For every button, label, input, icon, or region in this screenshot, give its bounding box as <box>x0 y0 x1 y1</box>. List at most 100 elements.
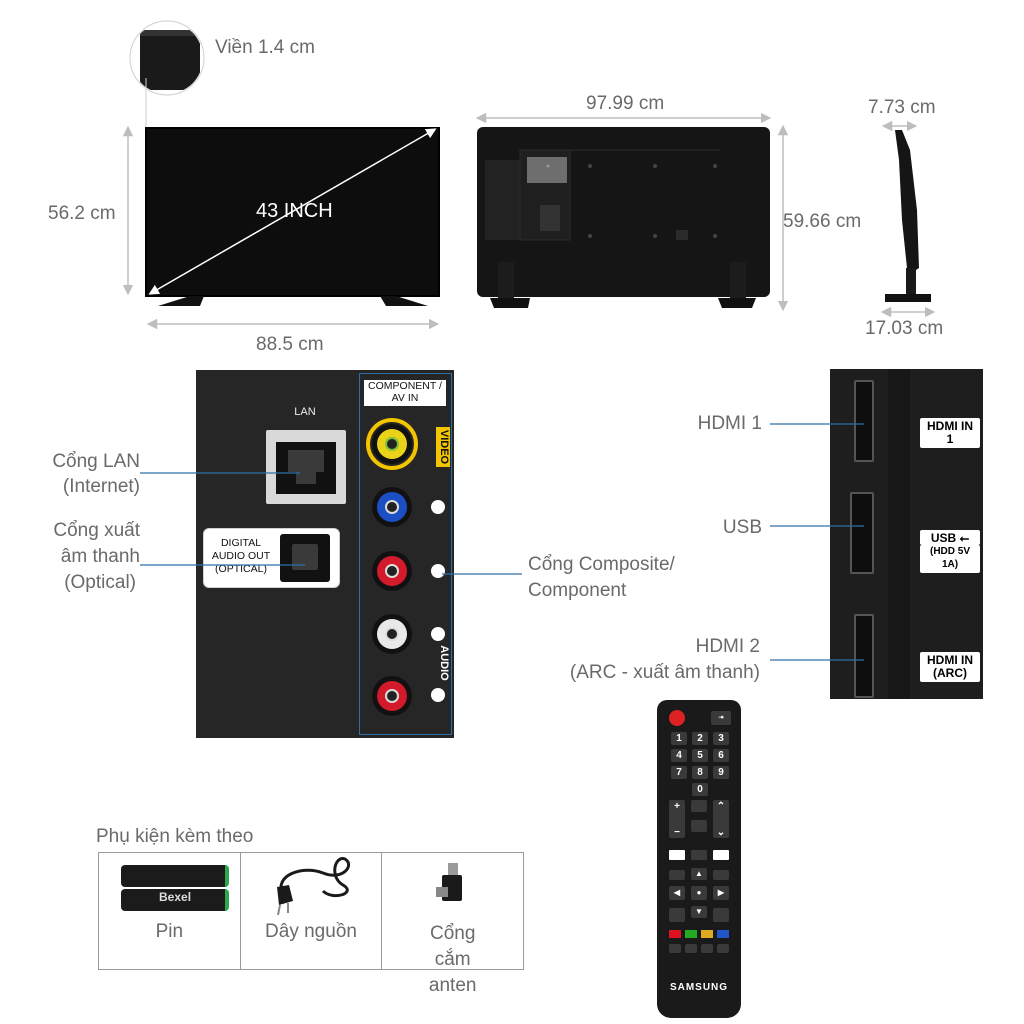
accessories-table: Bexel Pin Dây nguồn Cổng cắm anten <box>98 852 524 996</box>
app-button <box>713 850 729 860</box>
antenna-adapter-icon <box>436 863 463 901</box>
composite-callout-line1: Cổng Composite/ <box>528 554 675 575</box>
component-header <box>364 380 446 406</box>
dimension-diagram <box>122 20 936 330</box>
usb-port <box>850 492 874 574</box>
key-7: 7 <box>671 766 687 779</box>
component-header-text: COMPONENT / AV IN <box>368 380 442 404</box>
accessory-power-cord: Dây nguồn <box>241 853 383 969</box>
blue-button <box>717 930 729 938</box>
return-button <box>669 908 685 922</box>
green-button <box>685 930 697 938</box>
r-tag-icon <box>431 688 445 702</box>
key-0: 0 <box>692 783 708 796</box>
info-button <box>685 944 697 953</box>
rca-audio-left-jack <box>372 614 412 654</box>
www-button <box>669 870 685 880</box>
lan-caption: LAN <box>294 406 316 418</box>
side-callout-lines <box>770 423 864 661</box>
hdmi1-port <box>854 380 874 462</box>
optical-caption: DIGITAL AUDIO OUT (OPTICAL) <box>211 537 271 575</box>
settings-button <box>669 944 681 953</box>
ok-button: ● <box>691 886 707 900</box>
netflix-button <box>669 850 685 860</box>
rca-pr-jack <box>372 551 412 591</box>
optical-callout-line3: (Optical) <box>64 572 136 593</box>
back-height-label: 59.66 cm <box>783 211 862 232</box>
optical-callout-line1: Cổng xuất <box>53 520 140 541</box>
remote-control: ⇥ 1 2 3 4 5 6 7 8 9 0 +− ⌃⌄ ▲ ◀ ● ▶ ▼ SA… <box>657 700 741 1018</box>
optical-port <box>280 534 330 582</box>
bezel-zoom <box>129 20 205 128</box>
hdmi2-label-line2: (ARC - xuất âm thanh) <box>569 662 760 683</box>
optical-callout-line2: âm thanh <box>60 546 140 567</box>
screen-size-label: 43 INCH <box>256 200 333 222</box>
accessory-antenna-adapter-label: Cổng cắm anten <box>428 923 477 996</box>
rca-video-jack <box>372 424 412 464</box>
up-arrow-button: ▲ <box>691 868 707 880</box>
l-tag-icon <box>431 627 445 641</box>
lan-callout-line2: (Internet) <box>62 476 140 497</box>
battery-icon <box>121 865 229 887</box>
hdmi2-port <box>854 614 874 698</box>
hdmi2-label-line1: HDMI 2 <box>695 636 760 657</box>
front-width-label: 88.5 cm <box>256 334 324 355</box>
red-button <box>669 930 681 938</box>
channel-rocker: ⌃⌄ <box>713 800 729 838</box>
side-panel-edge <box>888 369 910 699</box>
composite-callout-line2: Component <box>528 580 627 601</box>
ad-button <box>717 944 729 953</box>
back-width-label: 97.99 cm <box>586 93 665 114</box>
bezel-label: Viền 1.4 cm <box>215 37 315 58</box>
source-button: ⇥ <box>711 711 731 725</box>
mute-button <box>691 800 707 812</box>
list-button <box>691 820 707 832</box>
side-depth-top-label: 7.73 cm <box>868 97 936 118</box>
rear-callout-lines <box>140 472 522 575</box>
volume-rocker: +− <box>669 800 685 838</box>
down-arrow-button: ▼ <box>691 906 707 918</box>
remote-brand: SAMSUNG <box>669 982 729 993</box>
hdmi1-sticker: HDMI IN 1 <box>920 418 980 448</box>
accessory-power-cord-label: Dây nguồn <box>265 921 357 942</box>
mode-button <box>701 944 713 953</box>
tv-back-view <box>477 127 770 308</box>
tv-front-view <box>145 127 440 306</box>
rca-audio-right-jack <box>372 676 412 716</box>
battery-brand: Bexel <box>159 890 192 904</box>
usb-sticker-line1: USB ⭠ <box>920 530 980 545</box>
accessories-title: Phụ kiện kèm theo <box>96 826 254 847</box>
key-1: 1 <box>671 732 687 745</box>
pb-tag-icon <box>431 500 445 514</box>
left-arrow-button: ◀ <box>669 886 685 900</box>
key-8: 8 <box>692 766 708 779</box>
key-9: 9 <box>713 766 729 779</box>
component-block <box>359 373 452 735</box>
accessory-batteries: Bexel Pin <box>99 853 241 969</box>
key-3: 3 <box>713 732 729 745</box>
accessory-antenna-adapter: Cổng cắm anten <box>382 853 523 996</box>
key-4: 4 <box>671 749 687 762</box>
pr-tag-icon <box>431 564 445 578</box>
side-depth-base-label: 17.03 cm <box>865 318 944 339</box>
home-button <box>691 850 707 860</box>
power-button-icon <box>669 710 685 726</box>
usb-sticker-line2: (HDD 5V 1A) <box>920 545 980 573</box>
yellow-button <box>701 930 713 938</box>
power-cord-icon <box>276 857 350 916</box>
lan-callout-line1: Cổng LAN <box>52 451 140 472</box>
right-arrow-button: ▶ <box>713 886 729 900</box>
key-2: 2 <box>692 732 708 745</box>
front-height-label: 56.2 cm <box>48 203 116 224</box>
battery-icon-2 <box>121 889 229 911</box>
audio-tag: AUDIO <box>438 645 450 681</box>
tv-side-view <box>885 130 931 302</box>
lan-port <box>266 430 346 504</box>
accessory-batteries-label: Pin <box>155 921 184 942</box>
exit-button <box>713 908 729 922</box>
key-5: 5 <box>692 749 708 762</box>
key-6: 6 <box>713 749 729 762</box>
hdmi1-label: HDMI 1 <box>697 413 762 434</box>
guide-button <box>713 870 729 880</box>
rca-pb-jack <box>372 487 412 527</box>
